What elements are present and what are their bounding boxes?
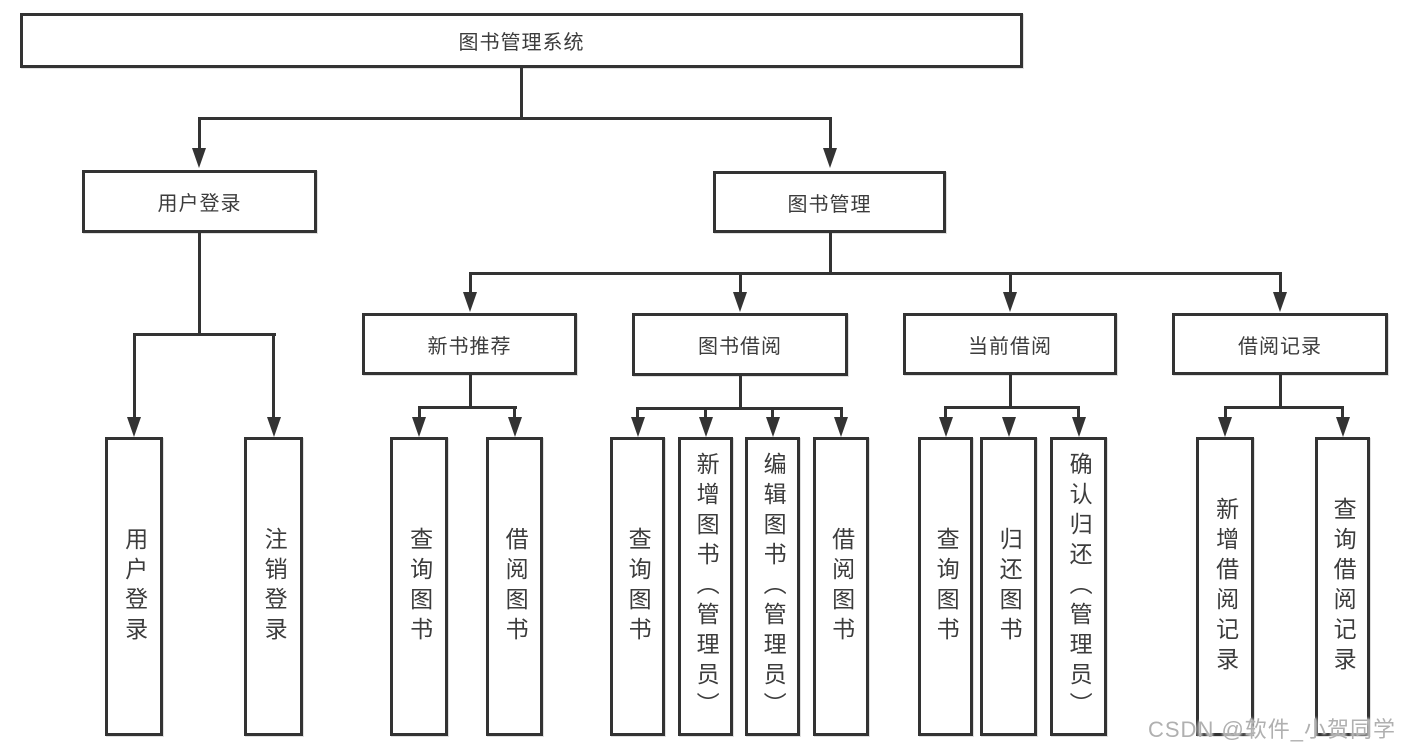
arrow-down-icon [507,417,522,437]
leaf-label: 查询图书 [933,526,960,647]
node-leaf-add-books-admin: 新增图书（管理员） [678,437,733,736]
leaf-label: 新增图书（管理员） [693,451,720,722]
arrow-down-icon [1335,417,1350,437]
node-leaf-logout: 注销登录 [244,437,303,736]
connector-drop-book-mgmt [828,117,832,150]
arrow-down-icon [938,417,953,437]
connector-drop [1341,406,1344,420]
connector-borrow-records-branch [1223,406,1344,409]
leaf-label: 查询借阅记录 [1330,496,1357,677]
node-new-book-rec-label: 新书推荐 [427,335,512,358]
connector-book-mgmt-stem [828,233,832,275]
node-leaf-query-books-borrow: 查询图书 [610,437,665,736]
arrow-down-icon [834,417,848,437]
node-new-book-rec: 新书推荐 [362,313,577,375]
leaf-label: 确认归还（管理员） [1066,451,1093,722]
arrow-down-icon [266,417,281,437]
connector-root-stem [520,68,523,120]
node-leaf-return-books: 归还图书 [980,437,1037,736]
node-book-borrow: 图书借阅 [632,313,848,376]
leaf-label: 借阅图书 [828,526,855,647]
connector-drop [704,407,707,420]
connector-current-borrow-stem [1008,375,1012,409]
arrow-down-icon [1273,292,1287,312]
leaf-label: 借阅图书 [502,526,529,647]
node-borrow-records-label: 借阅记录 [1238,335,1322,358]
node-leaf-query-borrow-record: 查询借阅记录 [1315,437,1370,736]
arrow-down-icon [1071,417,1086,437]
node-leaf-borrow-books-rec: 借阅图书 [486,437,543,736]
arrow-down-icon [630,417,645,437]
arrow-down-icon [463,292,477,312]
node-book-mgmt: 图书管理 [713,171,946,233]
connector-drop [771,407,774,420]
connector-new-book-rec-branch [417,406,517,409]
node-leaf-user-login: 用户登录 [105,437,163,736]
arrow-down-icon [1218,417,1232,437]
connector-user-login-branch [132,333,276,336]
node-leaf-query-books-current: 查询图书 [918,437,973,736]
connector-drop-leaf-logout [272,333,275,419]
node-leaf-add-borrow-record: 新增借阅记录 [1196,437,1254,736]
arrow-down-icon [192,148,206,168]
node-leaf-confirm-return-admin: 确认归还（管理员） [1050,437,1107,736]
arrow-down-icon [1003,292,1017,312]
arrow-down-icon [823,148,837,168]
arrow-down-icon [127,417,141,437]
node-leaf-borrow-books-borrow: 借阅图书 [813,437,869,736]
node-leaf-query-books-rec: 查询图书 [390,437,448,736]
connector-book-borrow-branch [636,407,843,410]
connector-drop [636,407,639,420]
connector-current-borrow-branch [944,406,1080,409]
connector-drop-borrow-records [1278,272,1282,296]
node-book-mgmt-label: 图书管理 [787,193,872,216]
connector-root-branch [197,117,832,120]
node-current-borrow: 当前借阅 [903,313,1117,375]
node-root-label: 图书管理系统 [458,32,585,54]
connector-drop [417,406,421,420]
node-user-login: 用户登录 [82,170,317,233]
connector-drop [944,406,947,420]
connector-drop-leaf-user-login [132,333,136,419]
leaf-label: 用户登录 [121,526,148,647]
node-root: 图书管理系统 [20,13,1023,68]
connector-drop-current-borrow [1008,272,1012,296]
node-user-login-label: 用户登录 [157,193,242,215]
connector-new-book-rec-stem [468,375,472,409]
arrow-down-icon [698,417,713,437]
leaf-label: 新增借阅记录 [1212,496,1239,677]
leaf-label: 编辑图书（管理员） [760,451,787,722]
csdn-watermark: CSDN @软件_小贺同学 [1148,717,1397,742]
connector-drop-user-login [197,117,201,150]
arrow-down-icon [765,417,780,437]
node-current-borrow-label: 当前借阅 [968,335,1052,358]
arrow-down-icon [412,417,426,437]
connector-book-mgmt-branch [468,272,1282,275]
connector-drop-book-borrow [738,272,742,296]
connector-drop [839,407,843,420]
leaf-label: 归还图书 [996,526,1023,647]
connector-drop [1077,406,1080,420]
connector-borrow-records-stem [1278,375,1282,409]
connector-drop-new-book-rec [468,272,472,296]
connector-book-borrow-stem [738,376,742,410]
arrow-down-icon [1001,417,1016,437]
leaf-label: 注销登录 [261,526,288,647]
connector-drop [1223,406,1227,420]
node-book-borrow-label: 图书借阅 [698,336,782,358]
connector-user-login-stem [197,233,201,336]
connector-drop [513,406,516,420]
node-leaf-edit-books-admin: 编辑图书（管理员） [745,437,800,736]
node-borrow-records: 借阅记录 [1172,313,1388,375]
leaf-label: 查询图书 [625,526,652,647]
leaf-label: 查询图书 [406,526,433,647]
arrow-down-icon [733,292,747,312]
